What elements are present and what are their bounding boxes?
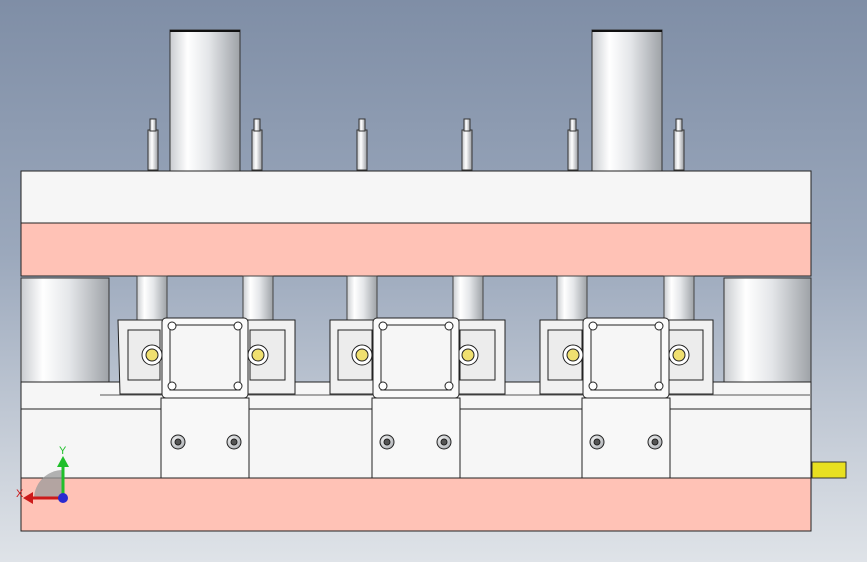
lower-guide-pin-2 bbox=[242, 275, 274, 321]
lower-guide-pin-4 bbox=[452, 275, 484, 321]
guide-pin-2 bbox=[251, 118, 263, 171]
lower-guide-pin-6 bbox=[663, 275, 695, 321]
triad-plane-icon bbox=[34, 469, 63, 498]
guide-pin-3 bbox=[356, 118, 368, 171]
guide-pin-4 bbox=[461, 118, 473, 171]
upper-guide-pins bbox=[147, 118, 685, 171]
lower-guide-pin-5 bbox=[556, 275, 588, 321]
yellow-ejector-pin bbox=[811, 461, 847, 479]
guide-pin-6 bbox=[673, 118, 685, 171]
side-cylinder-left bbox=[20, 277, 110, 383]
coordinate-triad: Y X bbox=[16, 445, 69, 504]
guide-pin-5 bbox=[567, 118, 579, 171]
upper-white-plate bbox=[20, 170, 812, 224]
y-axis-label: Y bbox=[59, 445, 67, 457]
upper-cylinder-left bbox=[169, 29, 241, 172]
die-station-1 bbox=[117, 317, 296, 479]
guide-pin-1 bbox=[147, 118, 159, 171]
z-axis-icon bbox=[58, 493, 68, 503]
lower-guide-pins bbox=[136, 275, 695, 321]
side-cylinder-right bbox=[723, 277, 812, 383]
lower-pink-plate bbox=[20, 477, 812, 532]
x-axis-label: X bbox=[16, 488, 24, 500]
lower-guide-pin-1 bbox=[136, 275, 168, 321]
lower-guide-pin-3 bbox=[346, 275, 378, 321]
upper-cylinder-right bbox=[591, 29, 663, 172]
upper-pink-plate bbox=[20, 222, 812, 277]
die-station-2 bbox=[329, 317, 506, 479]
upper-cylinders bbox=[169, 29, 663, 172]
die-station-3 bbox=[539, 317, 714, 479]
